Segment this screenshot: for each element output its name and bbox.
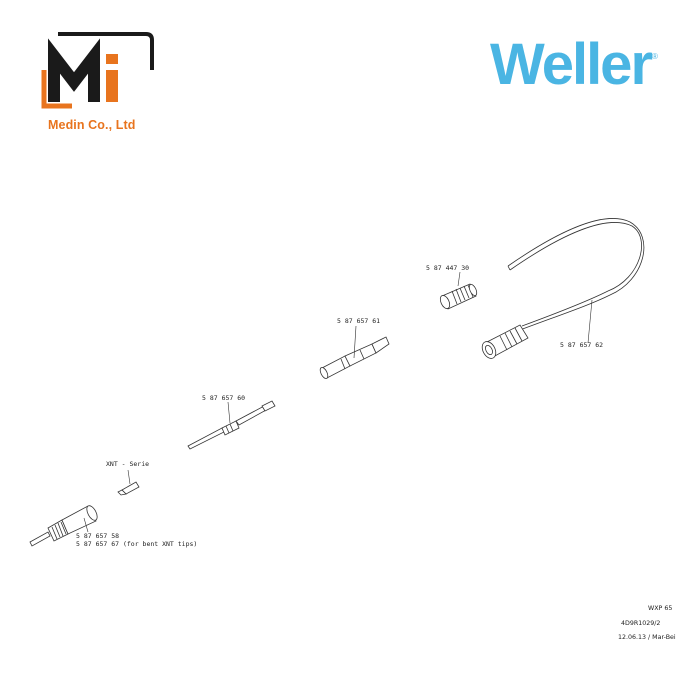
part-label-sleeve: 5 87 447 30 (426, 264, 470, 272)
drawing-number: 4D9R1029/2 (621, 620, 661, 627)
model-label: WXP 65 (648, 605, 673, 612)
xnt-tip-part (117, 481, 140, 496)
part-label-handle-2: 5 87 657 67 (for bent XNT tips) (76, 540, 198, 548)
leader-sleeve (457, 271, 461, 287)
part-label-cable: 5 87 657 62 (560, 341, 604, 349)
registered-mark: ® (652, 52, 658, 61)
leader-tip-holder (227, 401, 231, 424)
date-author: 12.06.13 / Mar-Bei (618, 634, 676, 641)
heating-element-part (319, 336, 390, 379)
part-label-heating-element: 5 87 657 61 (337, 317, 381, 325)
cable-part (507, 218, 645, 331)
medin-logo-mark (41, 32, 154, 109)
leader-xnt (127, 469, 131, 485)
leader-cable (587, 299, 593, 344)
brand-logo: Weller (490, 32, 653, 97)
leader-handle (83, 517, 89, 533)
part-label-handle-1: 5 87 657 58 (76, 532, 120, 540)
leader-heating (353, 325, 357, 359)
sleeve-part (439, 283, 478, 310)
company-name: Medin Co., Ltd (48, 118, 136, 132)
cable-plug-part (481, 324, 529, 359)
handle-part (29, 505, 98, 547)
tip-holder-part (187, 400, 276, 450)
part-label-tip-holder: 5 87 657 60 (202, 394, 246, 402)
part-label-xnt-series: XNT - Serie (106, 460, 150, 468)
